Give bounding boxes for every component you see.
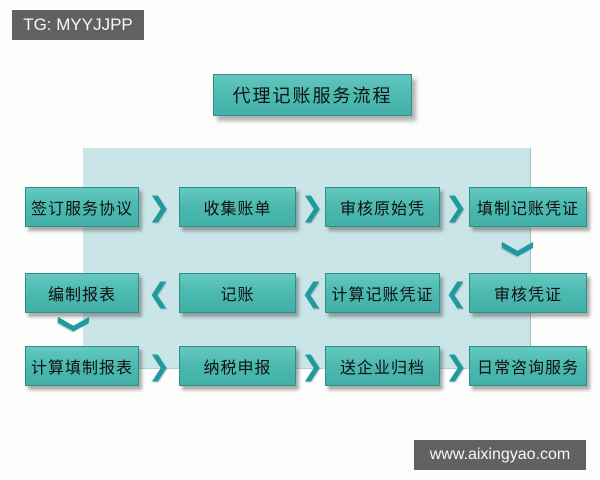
arrow-left-icon: ❮ (147, 277, 171, 309)
website-watermark-text: www.aixingyao.com (429, 446, 571, 463)
node-sign-service-agreement: 签订服务协议 (25, 187, 139, 227)
flow-title-box: 代理记账服务流程 (213, 74, 412, 116)
flow-panel (83, 148, 531, 369)
node-send-enterprise-archive: 送企业归档 (325, 346, 440, 386)
arrow-left-icon: ❮ (444, 277, 468, 309)
node-review-original-vouchers: 审核原始凭 (325, 187, 440, 227)
arrow-right-icon: ❯ (300, 350, 324, 382)
arrow-right-icon: ❯ (444, 191, 468, 223)
arrow-down-icon: ❯ (502, 237, 538, 261)
node-fill-bookkeeping-vouchers: 填制记账凭证 (469, 187, 587, 227)
arrow-right-icon: ❯ (444, 350, 468, 382)
arrow-right-icon: ❯ (300, 191, 324, 223)
node-bookkeeping: 记账 (179, 273, 296, 313)
node-review-vouchers: 审核凭证 (469, 273, 587, 313)
telegram-watermark-text: TG: MYYJJPP (23, 15, 133, 34)
arrow-right-icon: ❯ (147, 350, 171, 382)
node-calculate-fill-reports: 计算填制报表 (25, 346, 139, 386)
node-collect-bills: 收集账单 (179, 187, 296, 227)
telegram-watermark-badge: TG: MYYJJPP (12, 10, 144, 40)
website-watermark-badge: www.aixingyao.com (414, 440, 586, 470)
node-daily-consulting-service: 日常咨询服务 (469, 346, 587, 386)
arrow-right-icon: ❯ (147, 191, 171, 223)
flow-title: 代理记账服务流程 (232, 86, 393, 106)
node-prepare-reports: 编制报表 (25, 273, 139, 313)
arrow-left-icon: ❮ (300, 277, 324, 309)
arrow-down-icon: ❯ (58, 312, 94, 336)
node-calculate-bookkeeping-vouchers: 计算记账凭证 (325, 273, 440, 313)
node-tax-declaration: 纳税申报 (179, 346, 296, 386)
